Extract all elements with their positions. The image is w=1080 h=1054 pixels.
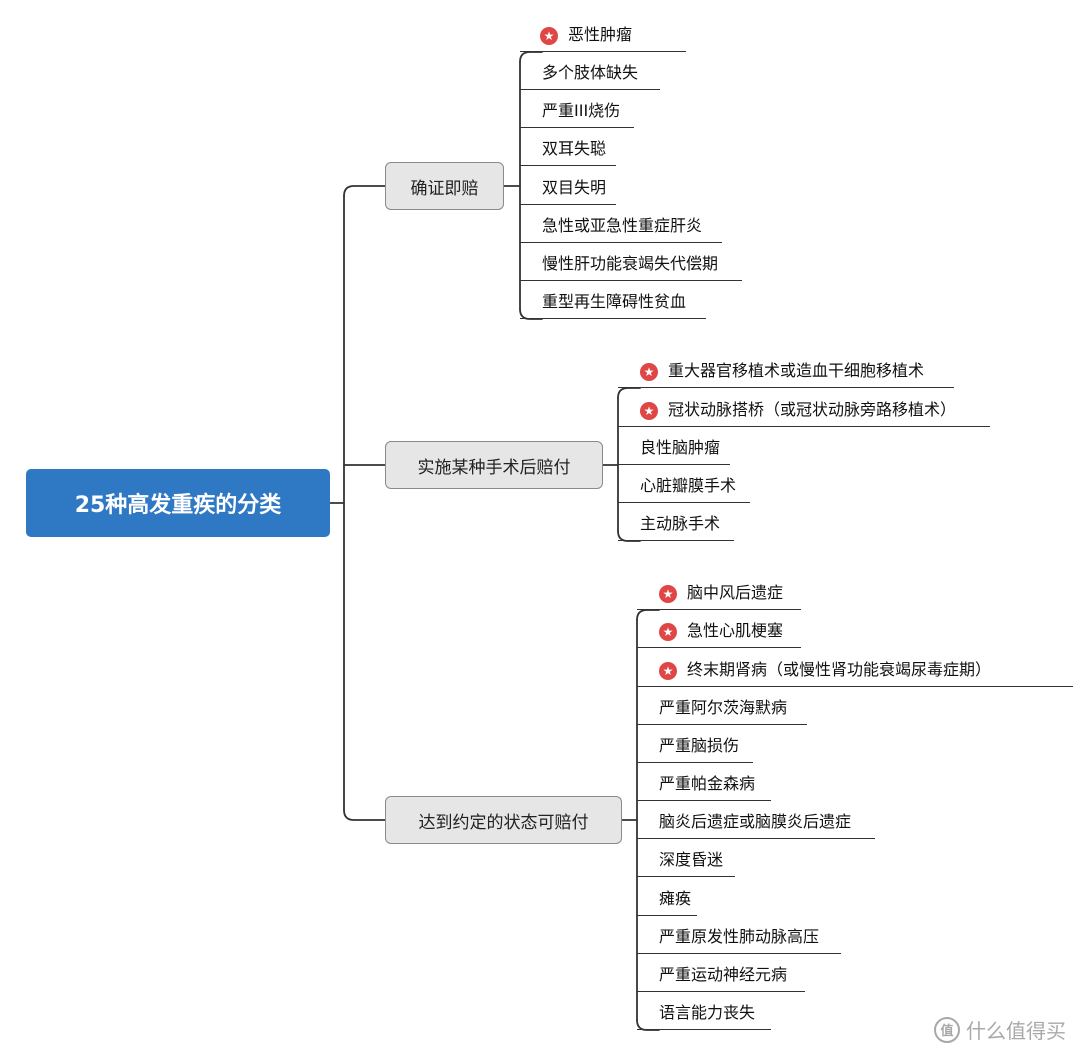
- root-topic: 25种高发重疾的分类: [26, 469, 330, 537]
- list-item-label: 冠状动脉搭桥（或冠状动脉旁路移植术）: [668, 400, 957, 419]
- list-item-label: 急性或亚急性重症肝炎: [542, 216, 703, 235]
- list-item: ★ 脑中风后遗症: [637, 572, 801, 610]
- list-item: 严重III烧伤: [520, 90, 634, 128]
- category-condition-reached: 达到约定的状态可赔付: [385, 796, 622, 844]
- list-item: 慢性肝功能衰竭失代偿期: [520, 243, 742, 281]
- category-confirmed-diagnosis: 确证即赔: [385, 162, 504, 210]
- list-item: ★ 终末期肾病（或慢性肾功能衰竭尿毒症期）: [637, 649, 1073, 687]
- list-item-label: 心脏瓣膜手术: [640, 476, 737, 495]
- list-item-label: 终末期肾病（或慢性肾功能衰竭尿毒症期）: [687, 660, 992, 679]
- list-item: 瘫痪: [637, 878, 697, 916]
- list-item-label: 脑中风后遗症: [687, 583, 784, 602]
- category-label: 实施某种手术后赔付: [417, 457, 571, 478]
- list-item-label: 脑炎后遗症或脑膜炎后遗症: [659, 812, 852, 831]
- star-badge-icon: ★: [540, 27, 558, 45]
- list-item-label: 多个肢体缺失: [542, 63, 639, 82]
- list-item-label: 双目失明: [542, 178, 607, 197]
- list-item: 重型再生障碍性贫血: [520, 281, 706, 319]
- list-item: 严重帕金森病: [637, 763, 771, 801]
- watermark: 值 什么值得买: [934, 1015, 1066, 1044]
- list-item-label: 严重原发性肺动脉高压: [659, 927, 820, 946]
- star-badge-icon: ★: [659, 623, 677, 641]
- star-badge-icon: ★: [640, 363, 658, 381]
- list-item-label: 急性心肌梗塞: [687, 621, 784, 640]
- category-label: 达到约定的状态可赔付: [418, 812, 589, 833]
- list-item-label: 恶性肿瘤: [568, 25, 633, 44]
- list-item-label: 严重运动神经元病: [659, 965, 788, 984]
- list-item: ★ 重大器官移植术或造血干细胞移植术: [618, 350, 954, 388]
- list-item-label: 深度昏迷: [659, 850, 724, 869]
- list-item-label: 双耳失聪: [542, 139, 607, 158]
- list-item: ★ 急性心肌梗塞: [637, 610, 801, 648]
- category-label: 确证即赔: [410, 178, 479, 199]
- list-item: 多个肢体缺失: [520, 52, 660, 90]
- list-item-label: 重型再生障碍性贫血: [542, 292, 687, 311]
- list-item: 严重原发性肺动脉高压: [637, 916, 841, 954]
- list-item: 双耳失聪: [520, 128, 616, 166]
- list-item-label: 严重帕金森病: [659, 774, 756, 793]
- list-item: ★ 恶性肿瘤: [520, 14, 686, 52]
- star-badge-icon: ★: [659, 585, 677, 603]
- watermark-text: 什么值得买: [966, 1019, 1066, 1043]
- watermark-logo-icon: 值: [934, 1016, 960, 1043]
- list-item: 语言能力丧失: [637, 992, 771, 1030]
- list-item: 双目失明: [520, 167, 616, 205]
- list-item-label: 良性脑肿瘤: [640, 438, 721, 457]
- list-item: 主动脉手术: [618, 503, 734, 541]
- list-item-label: 瘫痪: [659, 889, 692, 908]
- list-item-label: 主动脉手术: [640, 514, 721, 533]
- list-item: 心脏瓣膜手术: [618, 465, 750, 503]
- star-badge-icon: ★: [640, 402, 658, 420]
- list-item: 脑炎后遗症或脑膜炎后遗症: [637, 801, 875, 839]
- list-item-label: 严重阿尔茨海默病: [659, 698, 788, 717]
- list-item-label: 重大器官移植术或造血干细胞移植术: [668, 361, 925, 380]
- list-item: 严重阿尔茨海默病: [637, 687, 807, 725]
- list-item-label: 严重脑损伤: [659, 736, 740, 755]
- list-item: 急性或亚急性重症肝炎: [520, 205, 722, 243]
- list-item: 深度昏迷: [637, 839, 735, 877]
- list-item: 良性脑肿瘤: [618, 427, 730, 465]
- list-item: ★ 冠状动脉搭桥（或冠状动脉旁路移植术）: [618, 389, 990, 427]
- category-surgery: 实施某种手术后赔付: [385, 441, 603, 489]
- list-item-label: 语言能力丧失: [659, 1003, 756, 1022]
- list-item: 严重运动神经元病: [637, 954, 805, 992]
- star-badge-icon: ★: [659, 662, 677, 680]
- list-item-label: 慢性肝功能衰竭失代偿期: [542, 254, 719, 273]
- list-item-label: 严重III烧伤: [542, 101, 621, 120]
- list-item: 严重脑损伤: [637, 725, 753, 763]
- root-title: 25种高发重疾的分类: [74, 493, 282, 518]
